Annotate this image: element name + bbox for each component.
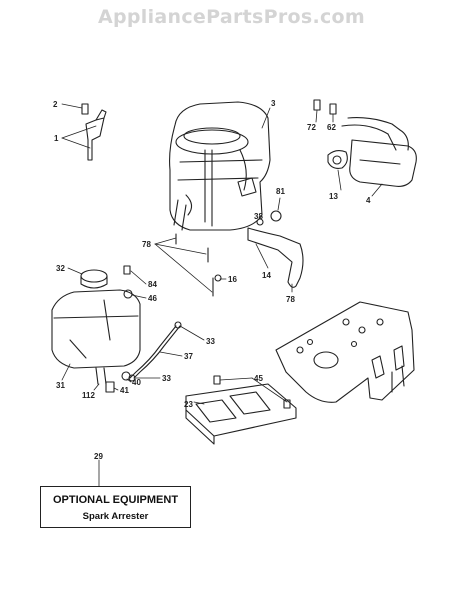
heat-shield-23 (185, 383, 297, 445)
callout-32: 32 (56, 264, 65, 273)
callout-29: 29 (94, 452, 103, 461)
mounting-plate (275, 301, 415, 403)
spark-arrester-label: Spark Arrester (82, 511, 149, 522)
callout-84: 84 (148, 280, 157, 289)
callout-13: 13 (329, 192, 338, 201)
callout-37: 37 (184, 352, 193, 361)
callout-31: 31 (56, 381, 65, 390)
bracket-1 (85, 117, 105, 161)
callout-78-left: 78 (142, 240, 151, 249)
callout-62: 62 (327, 123, 336, 132)
callout-112: 112 (82, 391, 95, 400)
fuel-cap-32 (80, 269, 108, 283)
callout-2: 2 (53, 100, 58, 109)
optional-equipment-title: OPTIONAL EQUIPMENT (52, 494, 179, 506)
watermark: AppliancePartsPros.com (97, 6, 365, 28)
callout-labels: 2 1 3 72 62 13 4 81 38 78 14 78 16 32 84… (53, 99, 371, 461)
callout-33-lower: 33 (162, 374, 171, 383)
callout-4: 4 (366, 196, 371, 205)
callout-33-upper: 33 (206, 337, 215, 346)
callout-14: 14 (262, 271, 271, 280)
callout-1: 1 (54, 134, 59, 143)
callout-38: 38 (254, 212, 263, 221)
callout-23: 23 (184, 400, 193, 409)
fuel-line-37 (129, 325, 177, 379)
callout-78-right: 78 (286, 295, 295, 304)
engine (169, 101, 271, 231)
callout-81: 81 (276, 187, 285, 196)
callout-72: 72 (307, 123, 316, 132)
callout-3: 3 (271, 99, 276, 108)
callout-16: 16 (228, 275, 237, 284)
gasket-13 (327, 149, 348, 169)
callout-40: 40 (132, 378, 141, 387)
optional-equipment-box: OPTIONAL EQUIPMENT Spark Arrester (40, 486, 191, 528)
muffler (341, 117, 417, 187)
callout-46: 46 (148, 294, 157, 303)
callout-41: 41 (120, 386, 129, 395)
fuel-tank (51, 289, 141, 385)
exhaust-pipe-14 (247, 227, 304, 288)
callout-45: 45 (254, 374, 263, 383)
